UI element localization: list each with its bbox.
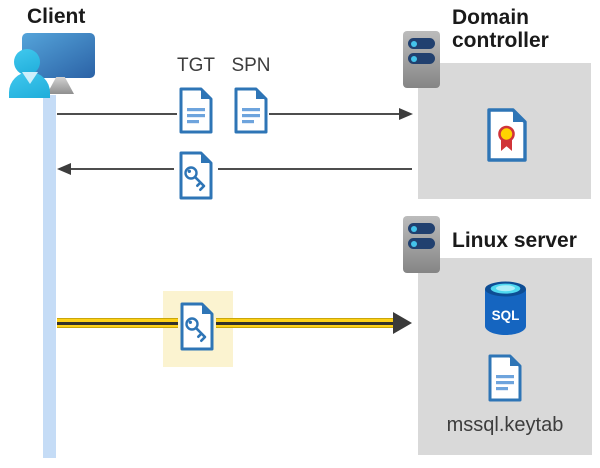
kerberos-connection-arrow	[57, 318, 178, 328]
server-bar	[408, 223, 435, 234]
certificate-icon	[487, 108, 527, 162]
response-arrow-head-icon	[57, 163, 71, 175]
domain-controller-server-icon	[403, 31, 440, 88]
person-head	[14, 49, 40, 75]
spn-label: SPN	[231, 55, 271, 76]
person-body	[9, 72, 50, 98]
spn-ticket-icon	[234, 87, 268, 134]
sql-label: SQL	[492, 308, 520, 323]
keytab-file-icon	[488, 354, 522, 402]
arrow-core-line	[216, 321, 394, 325]
highlighted-key-ticket-icon	[180, 302, 214, 351]
keytab-filename-label: mssql.keytab	[446, 414, 564, 436]
tgt-ticket-icon	[179, 87, 213, 134]
arrow-core-line	[57, 321, 178, 325]
server-bar	[408, 53, 435, 64]
request-arrow-line	[57, 113, 177, 115]
server-bar	[408, 38, 435, 49]
kerberos-connection-arrow	[216, 318, 394, 328]
client-label: Client	[27, 5, 86, 28]
client-lifeline	[43, 95, 56, 458]
monitor-stand	[47, 77, 74, 94]
service-ticket-key-icon	[179, 151, 213, 200]
person-collar	[22, 72, 38, 84]
sql-database-icon: SQL	[485, 281, 526, 335]
tgt-label: TGT	[177, 55, 215, 76]
request-arrow-head-icon	[399, 108, 413, 120]
kerberos-arrow-head-icon	[393, 312, 412, 334]
linux-server-icon	[403, 216, 440, 273]
server-bar	[408, 238, 435, 249]
linux-server-label: Linux server	[452, 229, 577, 252]
request-arrow-line	[269, 113, 399, 115]
domain-controller-label: Domain controller	[452, 6, 549, 52]
response-arrow-line	[218, 168, 412, 170]
response-arrow-line	[71, 168, 174, 170]
